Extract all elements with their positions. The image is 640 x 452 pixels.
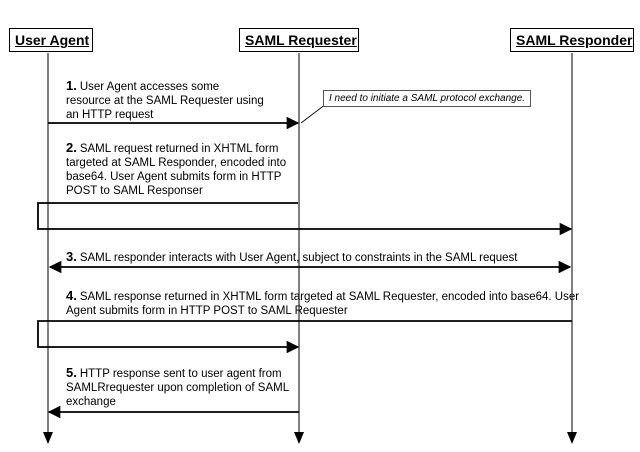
- message-3-label: 3.SAML responder interacts with User Age…: [66, 250, 517, 265]
- message-3-line-1: SAML responder interacts with User Agent…: [79, 252, 518, 264]
- message-1-line-1: User Agent accesses some: [79, 81, 220, 93]
- message-1-label: 1.User Agent accesses some resource at t…: [66, 79, 264, 122]
- lifeline-end-arrow-user-agent: [43, 432, 53, 444]
- message-5-line-2: SAMLRrequester upon completion of SAML: [66, 382, 290, 394]
- lifeline-end-arrow-saml-responder: [567, 432, 577, 444]
- message-2-line-2: targeted at SAML Responder, encoded into: [66, 157, 287, 169]
- message-2-line-3: base64. User Agent submits form in HTTP: [66, 171, 282, 183]
- note-box: I need to initiate a SAML protocol excha…: [323, 90, 532, 107]
- message-5-number: 5.: [66, 365, 77, 380]
- message-4-label: 4.SAML response returned in XHTML form t…: [66, 289, 579, 318]
- message-4-line-2: Agent submits form in HTTP POST to SAML …: [66, 305, 348, 317]
- message-1-line-2: resource at the SAML Requester using: [66, 95, 264, 107]
- message-2-arrow: [37, 202, 573, 236]
- message-2-number: 2.: [66, 140, 77, 155]
- message-2-label: 2.SAML request returned in XHTML form ta…: [66, 141, 286, 198]
- message-5-label: 5.HTTP response sent to user agent from …: [66, 366, 289, 409]
- message-1-line-3: an HTTP request: [66, 109, 154, 121]
- note-connector: [300, 103, 327, 124]
- lifeline-end-arrow-saml-requester: [294, 432, 304, 444]
- message-2-line-4: POST to SAML Responser: [66, 185, 203, 197]
- actor-saml-requester: SAML Requester: [239, 28, 359, 52]
- message-2-line-1: SAML request returned in XHTML form: [79, 143, 279, 155]
- message-4-arrow: [37, 320, 572, 354]
- message-4-line-1: SAML response returned in XHTML form tar…: [79, 291, 580, 303]
- message-5-line-1: HTTP response sent to user agent from: [79, 368, 282, 380]
- message-1-number: 1.: [66, 78, 77, 93]
- message-5-line-3: exchange: [66, 396, 116, 408]
- message-4-number: 4.: [66, 288, 77, 303]
- message-3-number: 3.: [66, 249, 77, 264]
- actor-saml-responder: SAML Responder: [510, 28, 634, 52]
- actor-user-agent: User Agent: [9, 28, 93, 52]
